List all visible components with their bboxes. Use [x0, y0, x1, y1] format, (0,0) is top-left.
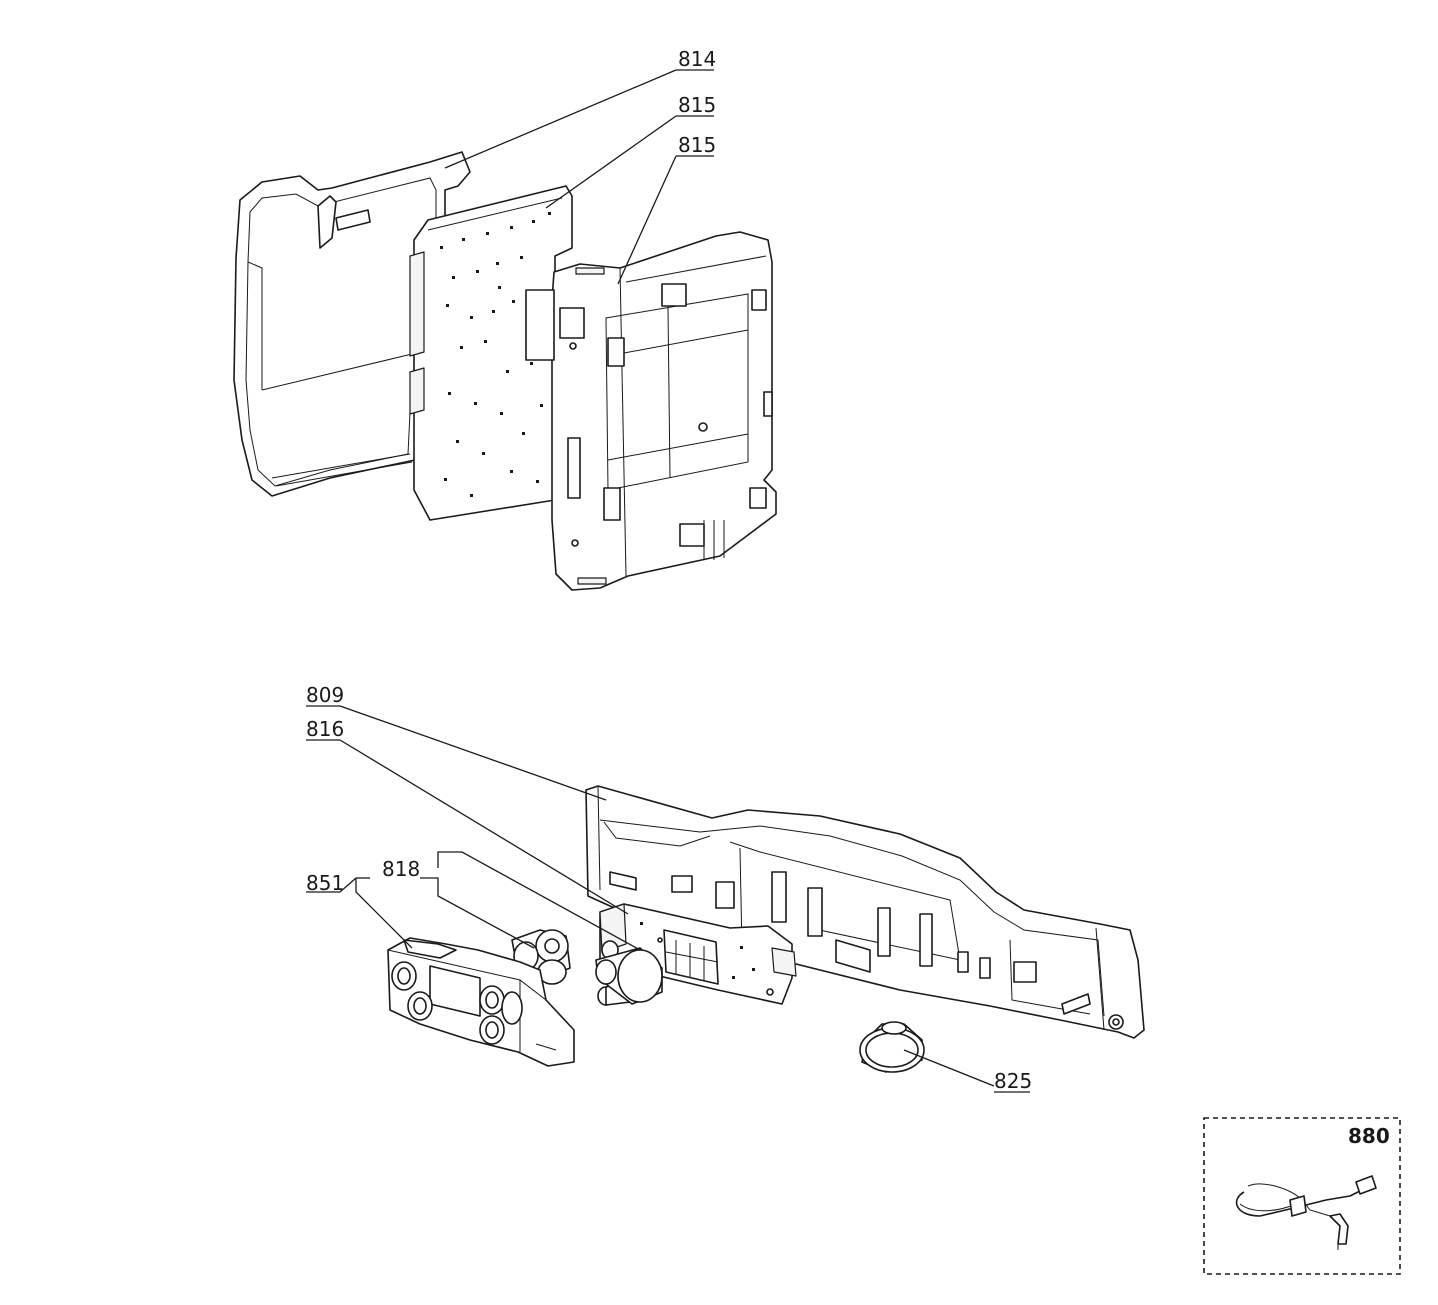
leader-lines-upper	[444, 69, 714, 285]
leader-lines-lower	[306, 705, 1030, 1093]
callout-825: 825	[994, 1069, 1032, 1093]
part-825-rotary-knob	[859, 1021, 925, 1073]
callout-814: 814	[678, 47, 716, 71]
part-815-front-cover	[525, 231, 777, 591]
callout-816: 816	[306, 717, 344, 741]
callout-809: 809	[306, 683, 344, 707]
cable-icon	[1235, 1175, 1377, 1250]
part-851-button-holder	[387, 937, 575, 1067]
part-815-circuit-board	[409, 185, 573, 521]
part-816-display-board	[599, 903, 797, 1005]
pcb-components	[440, 212, 551, 497]
part-818-knob	[595, 947, 663, 1005]
callout-815-cover: 815	[678, 133, 716, 157]
callout-880: 880	[1348, 1124, 1390, 1148]
callout-815-board: 815	[678, 93, 716, 117]
callout-818: 818	[382, 857, 420, 881]
inset-dashed-box	[1203, 1117, 1401, 1275]
part-809-control-housing	[585, 785, 1145, 1039]
part-880-inset	[1203, 1117, 1401, 1275]
callout-851: 851	[306, 871, 344, 895]
